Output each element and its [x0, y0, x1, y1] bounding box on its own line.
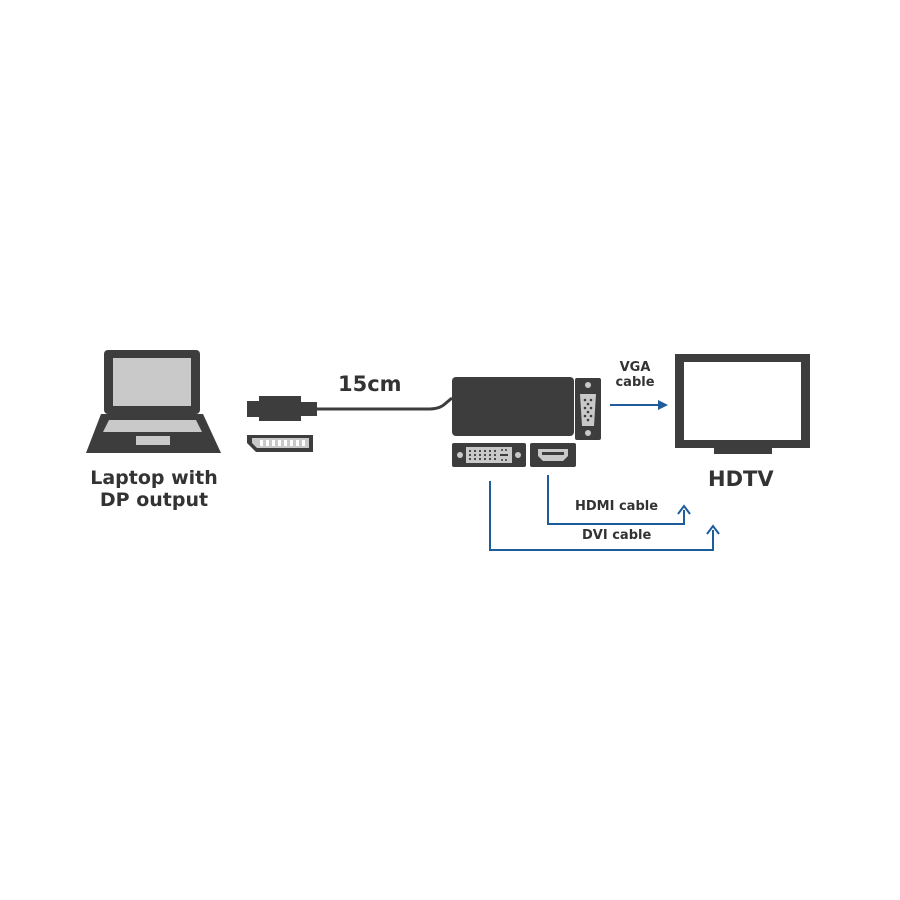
- adapter-icon: [452, 377, 574, 436]
- vga-cable-arrow: [610, 400, 668, 410]
- dvi-cable-arrow: [489, 481, 720, 551]
- displayport-port-icon: [247, 435, 313, 452]
- adapter-cable: [317, 396, 453, 411]
- vga-label-line1: VGA: [619, 360, 651, 375]
- laptop-label-line2: DP output: [99, 488, 209, 511]
- laptop-label: Laptop with DP output: [78, 467, 230, 512]
- hdmi-port-icon: [530, 443, 576, 467]
- vga-port-icon: [575, 378, 601, 440]
- hdmi-cable-arrow: [547, 475, 691, 525]
- laptop-icon: [86, 350, 221, 453]
- vga-label-line2: cable: [615, 374, 655, 390]
- tv-icon: [675, 354, 810, 454]
- dvi-cable-label: DVI cable: [582, 528, 652, 543]
- displayport-plug-icon: [247, 396, 317, 421]
- vga-cable-label: VGA cable: [614, 360, 656, 391]
- hdtv-label: HDTV: [708, 467, 774, 491]
- dvi-port-icon: [452, 443, 526, 467]
- cable-length-label: 15cm: [338, 372, 402, 396]
- laptop-label-line1: Laptop with: [90, 467, 218, 489]
- hdmi-cable-label: HDMI cable: [575, 499, 659, 514]
